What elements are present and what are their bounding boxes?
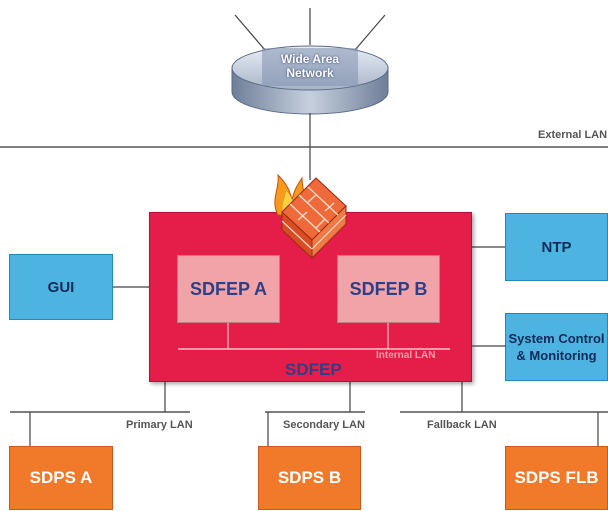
- wan-label: Wide Area Network: [280, 52, 340, 80]
- fallback-lan-label: Fallback LAN: [427, 419, 497, 431]
- sdps-flb-box: SDPS FLB: [505, 446, 608, 510]
- external-lan-label: External LAN: [538, 129, 608, 141]
- sdps-b-box: SDPS B: [258, 446, 361, 510]
- network-cloud-icon: [231, 45, 389, 115]
- primary-lan-label: Primary LAN: [126, 419, 193, 431]
- wan-link-right: [354, 14, 386, 51]
- internal-lan-lines: [178, 323, 450, 350]
- internal-lan-label: Internal LAN: [376, 350, 436, 361]
- secondary-lan-label: Secondary LAN: [283, 419, 365, 431]
- sdps-a-box: SDPS A: [9, 446, 113, 510]
- sys-ctrl-link: [472, 345, 506, 347]
- firewall-icon: [274, 173, 347, 260]
- sdfep-a-node: SDFEP A: [177, 255, 280, 323]
- system-control-box: System Control & Monitoring: [505, 313, 608, 381]
- sdfep-b-node: SDFEP B: [337, 255, 440, 323]
- sdfep-title: SDFEP: [285, 360, 342, 379]
- wan-link-left: [234, 14, 266, 51]
- gui-box: GUI: [9, 254, 113, 320]
- ntp-box: NTP: [505, 213, 608, 281]
